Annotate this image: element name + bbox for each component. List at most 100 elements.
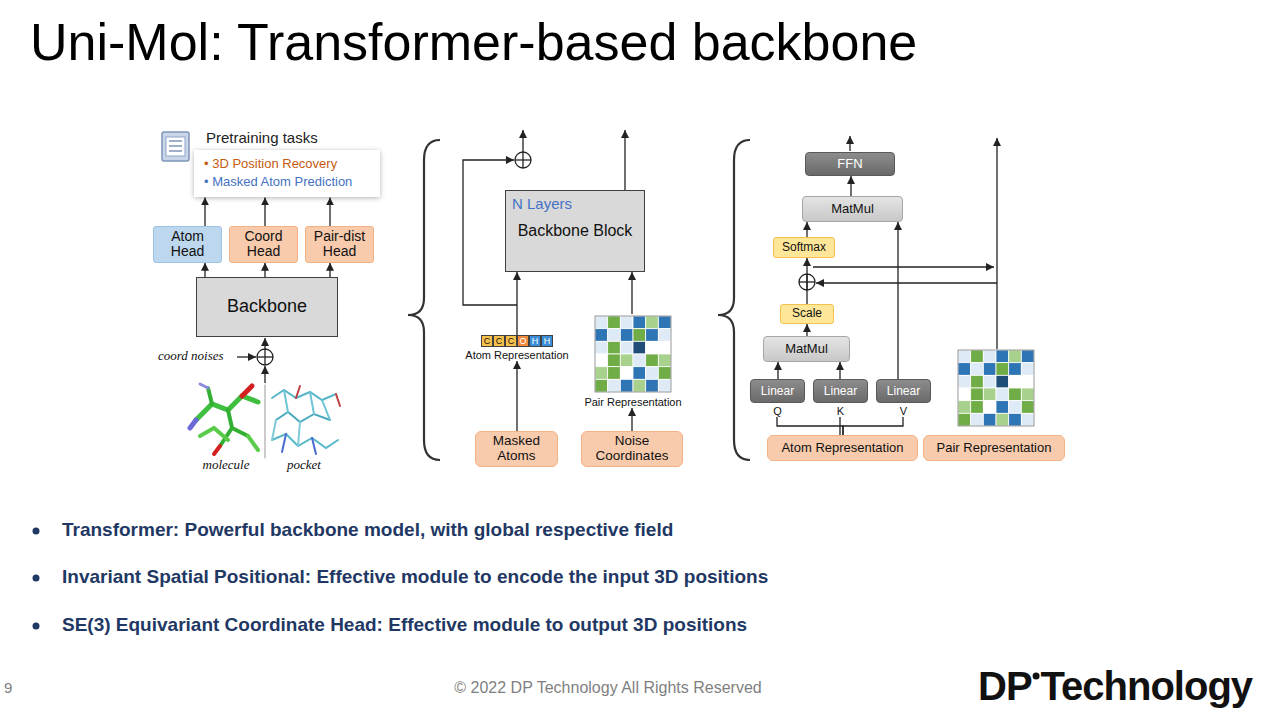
box-label: Linear — [887, 384, 920, 398]
matrix-cell — [983, 413, 996, 426]
matrix-cell — [620, 341, 633, 354]
matrix-cell — [633, 316, 646, 329]
matrix-cell — [658, 354, 671, 367]
pair-matrix — [593, 314, 673, 394]
atom-token: H — [529, 335, 541, 347]
molecule-picture — [200, 428, 258, 450]
task-item: • 3D Position Recovery — [204, 155, 372, 173]
head-box: Coord Head — [229, 226, 298, 263]
matrix-cell — [1021, 363, 1034, 376]
matrix-cell — [646, 341, 659, 354]
coord-noise-adder — [264, 366, 265, 383]
molecule-picture — [265, 385, 266, 458]
matrix-cell — [983, 363, 996, 376]
matrix-cell — [1021, 375, 1034, 388]
box-label: Masked Atoms — [480, 434, 553, 464]
connector-arrow — [516, 272, 517, 335]
atom-token: C — [481, 335, 493, 347]
matrix-cell — [658, 316, 671, 329]
pocket-picture — [276, 412, 330, 422]
matrix-cell — [1009, 350, 1022, 363]
matrix-cell — [658, 329, 671, 342]
connector-arrow — [631, 272, 632, 314]
head-box: Atom Head — [153, 226, 222, 263]
residual-path — [522, 152, 523, 168]
pocket-picture — [284, 390, 330, 420]
list-icon — [169, 140, 182, 142]
qkv-letter: Q — [750, 403, 805, 417]
list-icon — [162, 132, 189, 161]
copyright-note: © 2022 DP Technology All Rights Reserved — [454, 679, 761, 697]
coord-noise-adder — [257, 349, 273, 365]
matrix-cell — [996, 413, 1009, 426]
curly-brace — [718, 140, 750, 460]
matrix-cell — [658, 367, 671, 380]
connector-arrow — [806, 222, 807, 237]
matrix-cell — [608, 379, 621, 392]
connector-arrow — [329, 197, 330, 226]
curly-brace — [408, 140, 750, 460]
qkv-letter: V — [876, 403, 931, 417]
box-label: Backbone — [201, 297, 333, 317]
matrix-cell — [996, 375, 1009, 388]
matrix-cell — [595, 354, 608, 367]
head-box: Pair-dist Head — [305, 226, 374, 263]
task-panel: • 3D Position Recovery• Masked Atom Pred… — [194, 150, 380, 197]
matrix-cell — [608, 367, 621, 380]
matrix-cell — [633, 367, 646, 380]
bullet-text: Invariant Spatial Positional: Effective … — [62, 566, 768, 588]
matrix-cell — [971, 375, 984, 388]
box-label: MatMul — [768, 342, 845, 356]
connector-arrow — [264, 263, 265, 277]
matrix-cell — [620, 316, 633, 329]
box-label: Noise Coordinates — [586, 434, 678, 464]
bullet-text: SE(3) Equivariant Coordinate Head: Effec… — [62, 614, 747, 636]
pair-matrix — [958, 350, 1034, 426]
matrix-cell — [595, 316, 608, 329]
pocket-picture — [282, 434, 316, 454]
matrix-cell — [1009, 363, 1022, 376]
residual-path — [624, 130, 625, 190]
connector-arrow — [839, 417, 840, 435]
linear-layer: Linear — [750, 379, 805, 403]
list-icon — [162, 132, 189, 161]
atom-token: O — [517, 335, 529, 347]
box-label: FFN — [810, 157, 890, 171]
page-number: 9 — [4, 679, 12, 696]
connector-arrow — [631, 408, 632, 431]
representation-label: Atom Representation — [462, 347, 572, 361]
atom-token: C — [505, 335, 517, 347]
connector-arrow — [806, 324, 807, 336]
attention-wiring — [849, 136, 850, 151]
matrix-cell — [1009, 388, 1022, 401]
connector-arrow — [204, 197, 205, 226]
matrix-cell — [620, 354, 633, 367]
matrix-cell — [646, 329, 659, 342]
connector-arrow — [777, 417, 843, 435]
matrix-cell — [958, 388, 971, 401]
molecule-picture — [214, 446, 220, 454]
matrix-cell — [1021, 401, 1034, 414]
atom-token: C — [493, 335, 505, 347]
ffn-box: FFN — [805, 152, 895, 176]
attention-wiring — [813, 266, 994, 267]
curly-brace — [408, 140, 440, 460]
matrix-cell — [646, 316, 659, 329]
matrix-cell — [958, 350, 971, 363]
molecule-picture — [200, 384, 208, 388]
input-box: Noise Coordinates — [581, 431, 683, 467]
list-icon — [169, 145, 182, 147]
matrix-cell — [996, 350, 1009, 363]
matrix-cell — [996, 363, 1009, 376]
matrix-cell — [983, 375, 996, 388]
matrix-cell — [971, 350, 984, 363]
matrix-cell — [971, 363, 984, 376]
input-box: Masked Atoms — [475, 431, 558, 467]
coord-noise-adder — [237, 356, 256, 357]
linear-box: LinearV — [876, 379, 931, 417]
matrix-cell — [1009, 375, 1022, 388]
matrix-cell — [996, 401, 1009, 414]
matrix-cell — [595, 367, 608, 380]
atom-token: H — [541, 335, 553, 347]
connector-arrow — [777, 362, 778, 379]
